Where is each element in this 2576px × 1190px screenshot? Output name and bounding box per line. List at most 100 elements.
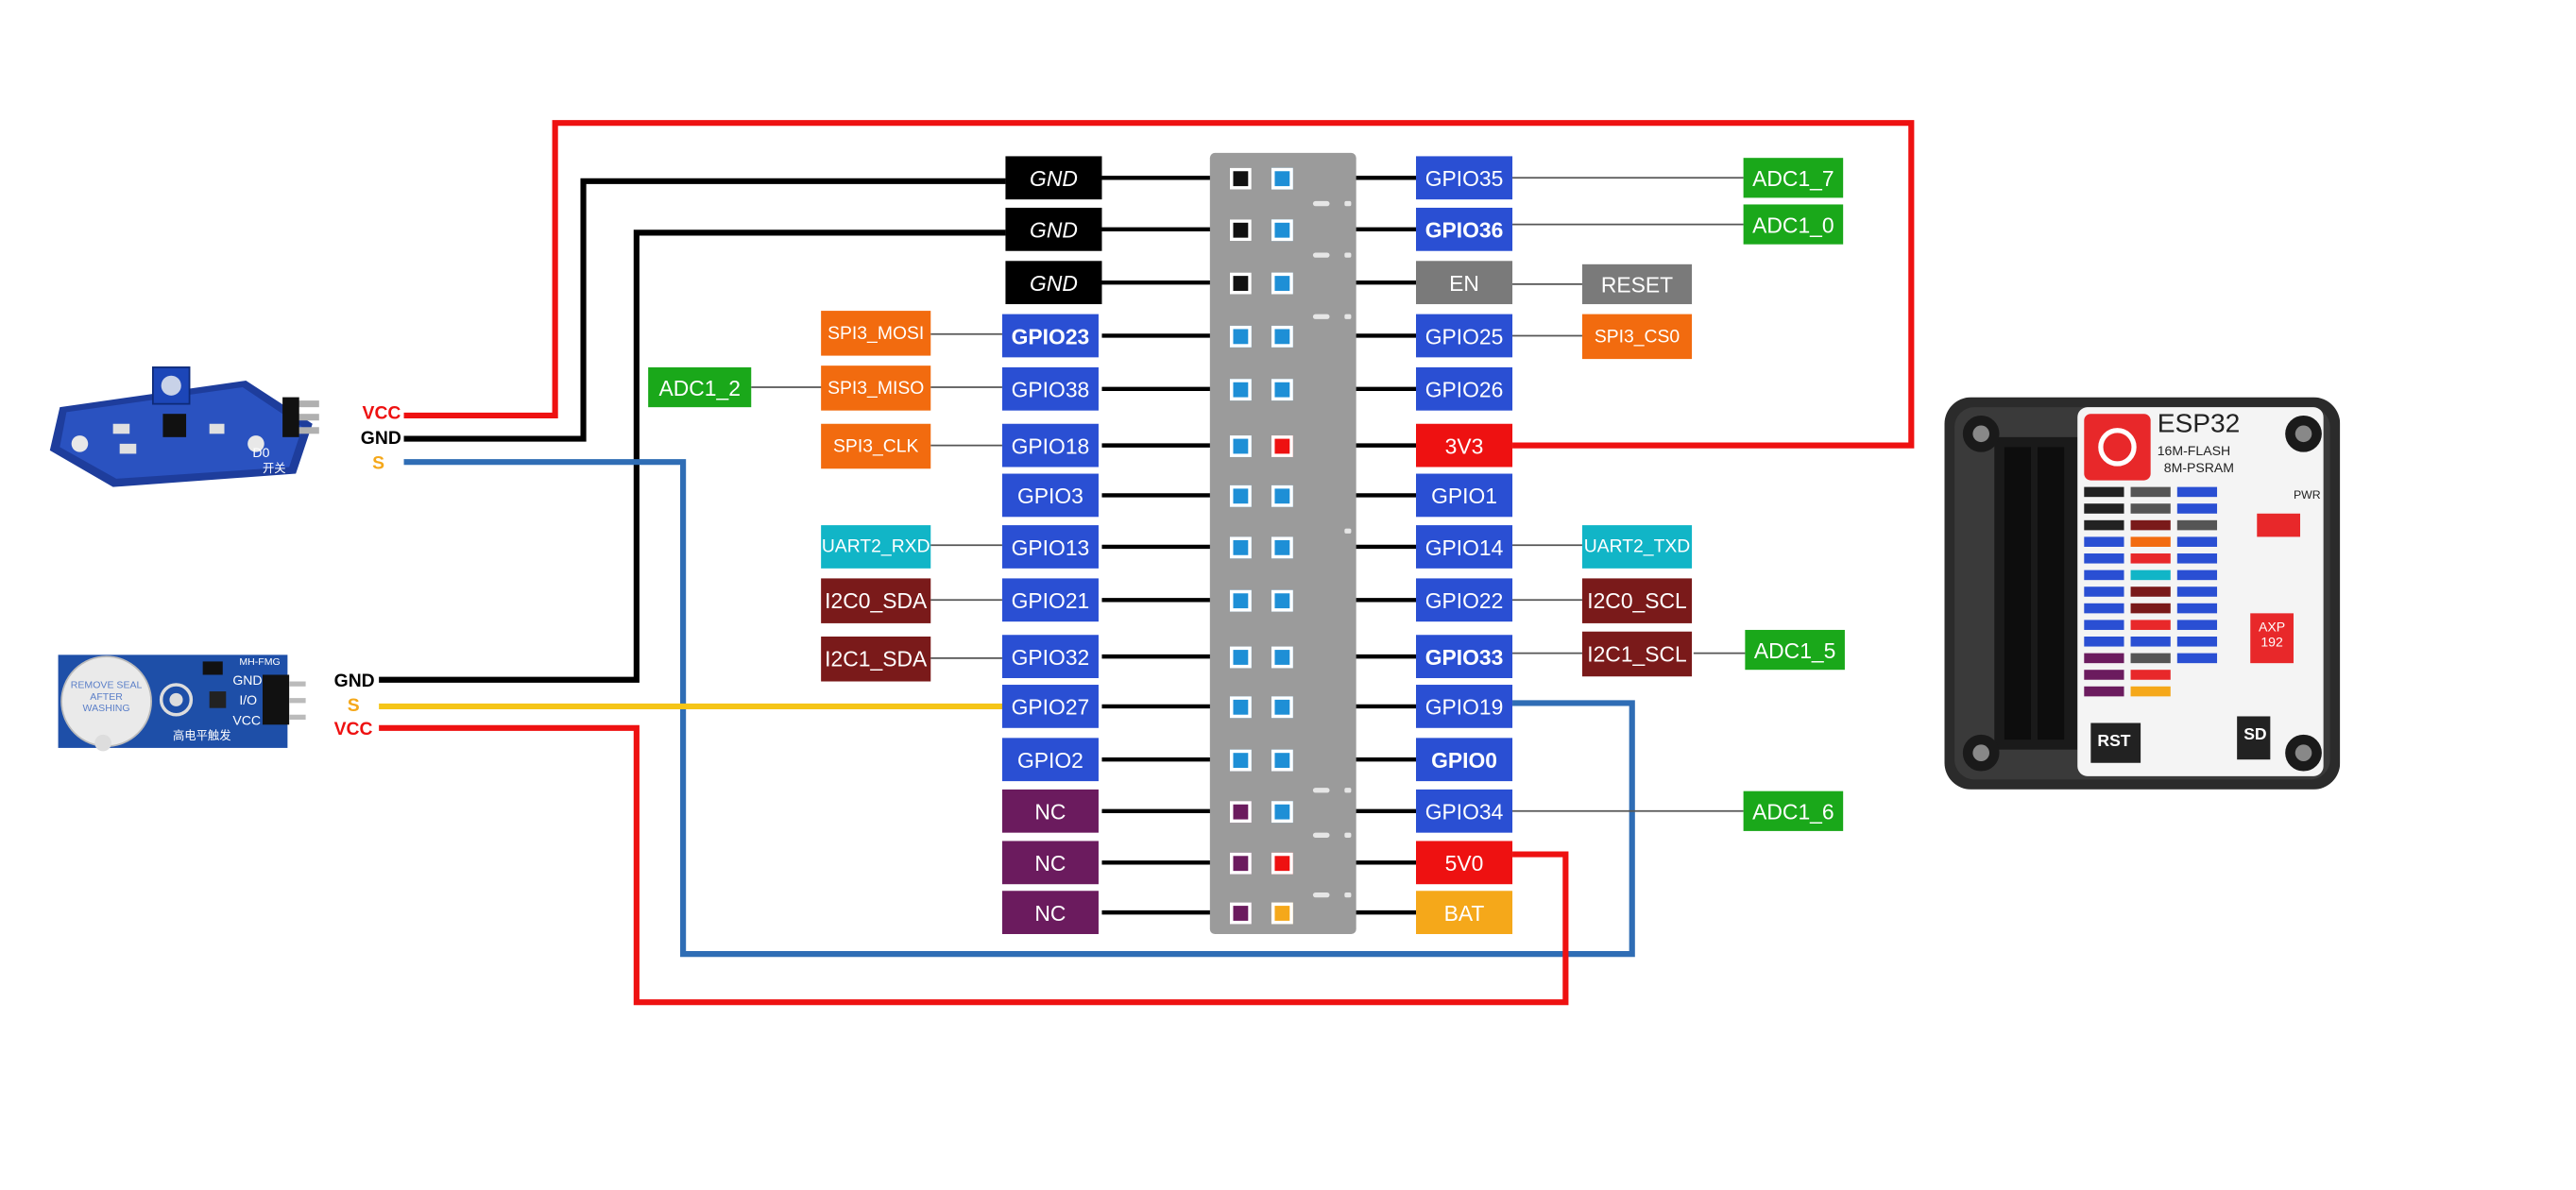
device-rst: RST <box>2097 733 2131 752</box>
header-silk-mark <box>1312 200 1330 207</box>
func-adc1-0: ADC1_0 <box>1743 204 1844 245</box>
sensor-vcc-label: VCC <box>362 403 401 424</box>
left-pin-8: GPIO13 <box>1001 525 1099 569</box>
device-pwr: PWR <box>2293 490 2321 502</box>
device-line1: 16M-FLASH <box>2157 443 2231 459</box>
left-pin-9: GPIO21 <box>1001 578 1099 622</box>
buzzer-silk-brand: MH-FMG <box>239 657 281 669</box>
func-spi3-mosi: SPI3_MOSI <box>821 311 931 356</box>
func-adc1-5: ADC1_5 <box>1745 629 1845 671</box>
header-silk-mark <box>1312 252 1330 258</box>
header-pin-left-8 <box>1229 536 1252 559</box>
func-i2c0-scl: I2C0_SCL <box>1581 578 1693 623</box>
left-pin-14: NC <box>1001 841 1099 885</box>
header-pin-right-10 <box>1271 646 1293 669</box>
header-pin-left-15 <box>1229 902 1252 925</box>
func-spi3-clk: SPI3_CLK <box>821 423 931 469</box>
right-pin-15: BAT <box>1416 891 1513 935</box>
right-pin-2: GPIO36 <box>1416 207 1513 251</box>
buzzer-s-label: S <box>347 696 360 717</box>
sensor-s-label: S <box>372 453 385 474</box>
header-silk-mark <box>1312 892 1330 898</box>
header-pin-right-4 <box>1271 325 1293 348</box>
header-pin-left-5 <box>1229 379 1252 401</box>
right-pin-7: GPIO1 <box>1416 473 1513 518</box>
header-pin-right-11 <box>1271 696 1293 719</box>
function-leads <box>751 177 1746 812</box>
wire-buzzer-vcc <box>379 724 1569 1006</box>
header-silk-dot <box>1344 252 1352 258</box>
buzzer-silk-io: I/O <box>239 692 258 708</box>
header-silk-dot <box>1344 200 1352 207</box>
right-pin-12: GPIO0 <box>1416 738 1513 782</box>
header-pin-right-8 <box>1271 536 1293 559</box>
sensor-silk-cn: 开关 <box>262 463 286 476</box>
header-pin-right-14 <box>1271 852 1293 875</box>
header-silk-dot <box>1344 892 1352 898</box>
header-silk-mark <box>1312 788 1330 793</box>
buzzer-silk-cn: 高电平触发 <box>172 731 231 743</box>
header-silk-mark <box>1312 314 1330 319</box>
buzzer-vcc-label: VCC <box>333 719 373 740</box>
header-pin-left-12 <box>1229 749 1252 772</box>
buzzer-module-board <box>58 654 306 752</box>
header-pin-right-1 <box>1271 167 1293 190</box>
func-uart2-rxd: UART2_RXD <box>821 525 931 569</box>
header-silk-dot <box>1344 832 1352 838</box>
func-spi3-cs0: SPI3_CS0 <box>1581 314 1693 360</box>
left-pin-4: GPIO23 <box>1001 314 1099 358</box>
func-reset: RESET <box>1581 264 1693 305</box>
func-adc1-6: ADC1_6 <box>1743 790 1844 831</box>
header-silk-dot <box>1344 314 1352 319</box>
func-i2c0-sda: I2C0_SDA <box>821 578 931 623</box>
header-pin-left-11 <box>1229 696 1252 719</box>
header-pin-left-1 <box>1229 167 1252 190</box>
header-pin-left-14 <box>1229 852 1252 875</box>
header-pin-right-5 <box>1271 379 1293 401</box>
header-pin-right-7 <box>1271 484 1293 507</box>
buzzer-silk-gnd: GND <box>232 672 263 688</box>
header-pin-left-4 <box>1229 325 1252 348</box>
esp32-device-body <box>1944 397 2341 790</box>
device-pin-table <box>2084 486 2218 697</box>
right-pin-13: GPIO34 <box>1416 789 1513 833</box>
left-pin-7: GPIO3 <box>1001 473 1099 518</box>
func-uart2-txd: UART2_TXD <box>1581 525 1693 569</box>
left-pin-15: NC <box>1001 891 1099 935</box>
esp32-device: ESP32 16M-FLASH 8M-PSRAM PWR AXP 192 SD … <box>1944 397 2341 790</box>
sensor-module-board <box>49 366 319 487</box>
buzzer-gnd-label: GND <box>333 671 375 692</box>
func-i2c1-scl: I2C1_SCL <box>1581 631 1693 677</box>
right-pin-5: GPIO26 <box>1416 366 1513 411</box>
right-pin-11: GPIO19 <box>1416 685 1513 728</box>
right-pin-1: GPIO35 <box>1416 156 1513 200</box>
header-silk-mark <box>1312 832 1330 838</box>
buzzer-module: REMOVE SEAL AFTER WASHING MH-FMG GND I/O… <box>57 652 306 755</box>
header-pin-left-10 <box>1229 646 1252 669</box>
header-pin-left-6 <box>1229 435 1252 457</box>
header-pin-right-13 <box>1271 801 1293 824</box>
right-pin-10: GPIO33 <box>1416 635 1513 678</box>
header-silk-dot <box>1344 788 1352 793</box>
right-pin-14: 5V0 <box>1416 841 1513 885</box>
header-pin-right-15 <box>1271 902 1293 925</box>
sensor-gnd-label: GND <box>360 429 401 450</box>
header-pin-right-2 <box>1271 219 1293 242</box>
right-pin-9: GPIO22 <box>1416 578 1513 622</box>
left-pin-6: GPIO18 <box>1001 423 1099 468</box>
header-silk-dot <box>1344 528 1352 534</box>
header-pin-left-13 <box>1229 801 1252 824</box>
device-sd: SD <box>2243 726 2267 745</box>
header-pin-left-7 <box>1229 484 1252 507</box>
header-pin-left-3 <box>1229 272 1252 295</box>
header-pin-right-3 <box>1271 272 1293 295</box>
sensor-silk-d0: D0 <box>252 445 270 461</box>
sensor-module: D0 开关 <box>46 357 329 490</box>
left-pin-3: GND <box>1005 261 1102 305</box>
header-pin-right-6 <box>1271 435 1293 457</box>
header-pin-right-9 <box>1271 589 1293 612</box>
left-pin-1: GND <box>1005 156 1102 200</box>
device-chip: AXP 192 <box>2258 620 2286 651</box>
